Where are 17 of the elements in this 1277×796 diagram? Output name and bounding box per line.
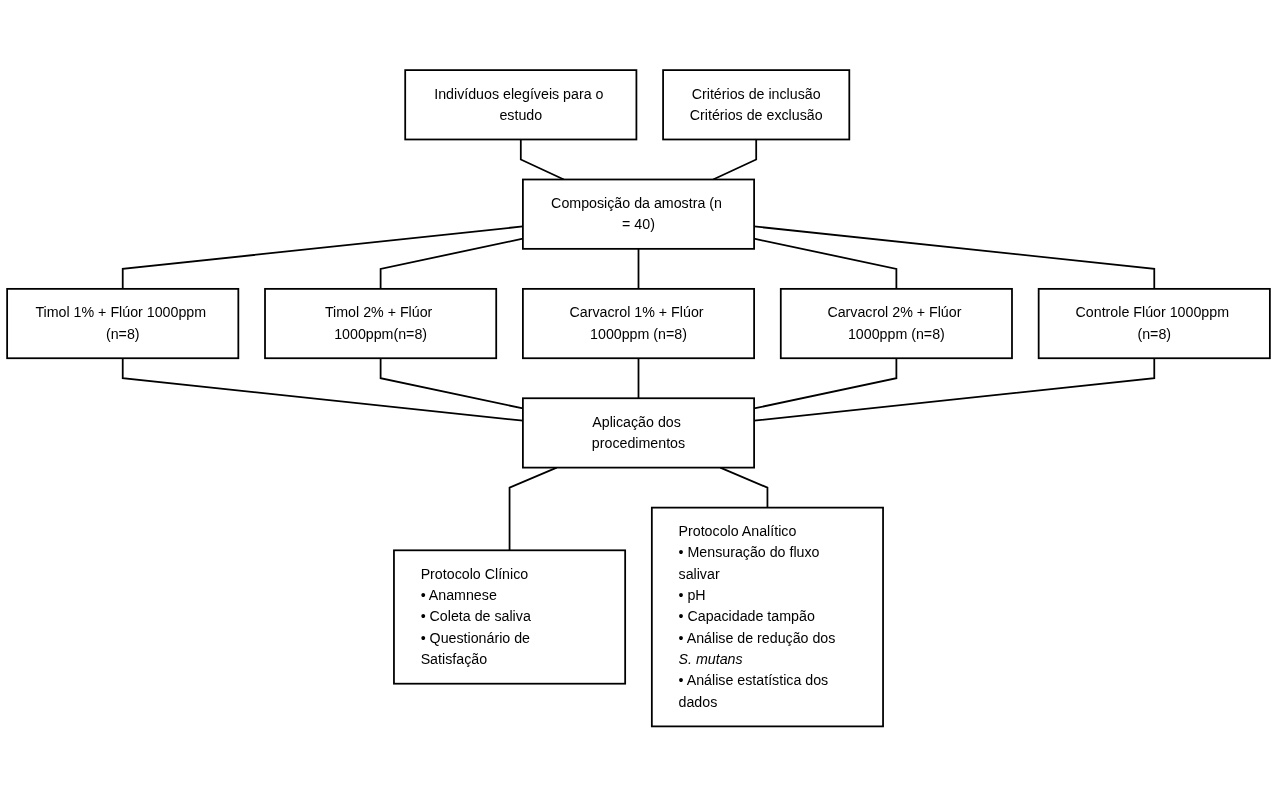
node-box: Composição da amostra (n = 40) — [522, 178, 755, 250]
connector — [712, 138, 758, 181]
node-box: Timol 2% + Flúor 1000ppm(n=8) — [264, 287, 498, 359]
node-box: Controle Flúor 1000ppm (n=8) — [1037, 287, 1271, 359]
node-box: Carvacrol 1% + Flúor 1000ppm (n=8) — [522, 287, 755, 359]
node-box: Indivíduos elegíveis para o estudo — [404, 68, 638, 141]
connector — [637, 357, 640, 399]
connector — [519, 138, 565, 181]
node-box: Critérios de inclusão Critérios de exclusão — [662, 68, 851, 141]
node-box: Carvacrol 2% + Flúor 1000ppm (n=8) — [779, 287, 1013, 359]
node-box: Aplicação dos procedimentos — [522, 397, 755, 469]
node-box: Protocolo Analítico • Mensuração do fluxo salivar • pH • Capacidade tampão • Análise de redução dos S. mutans • Análise estatística dos dados — [650, 506, 884, 728]
node-box: Protocolo Clínico • Anamnese • Coleta de saliva • Questionário de Satisfação — [393, 549, 627, 685]
node-box: Timol 1% + Flúor 1000ppm (n=8) — [6, 287, 240, 359]
connector — [637, 247, 640, 290]
connector — [719, 466, 769, 509]
connector — [508, 466, 558, 551]
